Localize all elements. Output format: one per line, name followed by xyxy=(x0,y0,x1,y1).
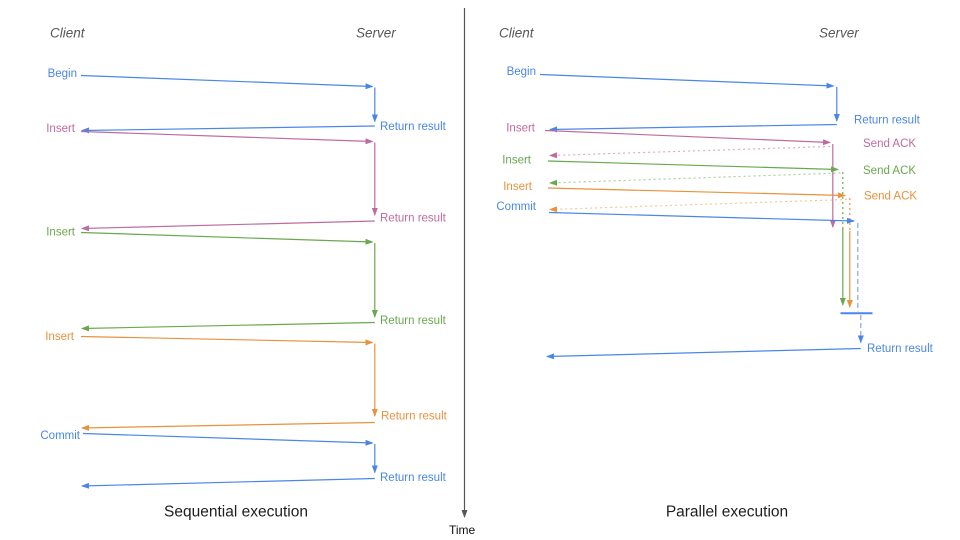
send-ack-label: Send ACK xyxy=(863,165,916,177)
response-arrow xyxy=(546,347,861,360)
operation-label: Insert xyxy=(503,181,533,193)
response-arrow xyxy=(549,123,837,133)
response-arrow xyxy=(81,477,375,489)
operation-label: Begin xyxy=(507,66,536,78)
return-result-label: Return result xyxy=(380,472,447,484)
request-arrow xyxy=(548,211,855,224)
response-arrow xyxy=(81,321,375,332)
operation-label: Insert xyxy=(46,227,76,239)
return-result-label: Return result xyxy=(381,411,448,423)
ack-arrow xyxy=(549,145,831,159)
return-result-label: Return result xyxy=(854,115,921,127)
request-arrow xyxy=(80,231,374,245)
ack-arrow xyxy=(549,172,841,186)
operation-label: Insert xyxy=(502,155,532,167)
operation-label: Insert xyxy=(45,331,75,343)
left-client-header: Client xyxy=(50,26,86,41)
return-result-label: Return result xyxy=(380,121,447,133)
operation-label: Insert xyxy=(46,123,76,135)
response-arrow xyxy=(81,125,375,134)
right-server-header: Server xyxy=(819,26,859,41)
send-ack-label: Send ACK xyxy=(863,138,916,150)
request-arrow xyxy=(80,74,374,90)
send-ack-label: Send ACK xyxy=(864,191,917,203)
return-result-label: Return result xyxy=(380,213,447,225)
return-result-label: Return result xyxy=(380,315,447,327)
ack-arrow xyxy=(549,198,848,213)
request-arrow xyxy=(80,335,374,346)
left-panel-title: Sequential execution xyxy=(164,504,308,521)
request-arrow xyxy=(80,130,374,145)
request-arrow xyxy=(82,432,374,446)
response-arrow xyxy=(81,421,375,431)
request-arrow xyxy=(544,129,831,146)
request-arrow xyxy=(547,187,846,199)
operation-label: Insert xyxy=(506,123,536,135)
request-arrow xyxy=(547,160,839,173)
right-panel-title: Parallel execution xyxy=(666,504,788,521)
response-arrow xyxy=(81,220,375,232)
request-arrow xyxy=(539,73,835,89)
operation-label: Begin xyxy=(48,68,77,80)
return-result-label: Return result xyxy=(867,343,934,355)
operation-label: Commit xyxy=(40,430,80,442)
static-text: Client Server Client Server Sequential e… xyxy=(50,26,859,538)
time-axis-label: Time xyxy=(449,523,476,537)
operation-label: Commit xyxy=(496,201,536,213)
right-client-header: Client xyxy=(499,26,535,41)
left-server-header: Server xyxy=(356,26,396,41)
